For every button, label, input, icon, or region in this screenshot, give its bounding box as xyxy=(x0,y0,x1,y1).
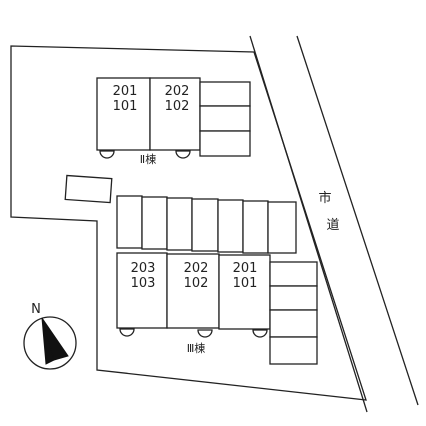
building-upper-label: Ⅱ棟 xyxy=(140,152,156,166)
road-edge-left xyxy=(249,35,368,413)
unit-upper-1-bottom: 101 xyxy=(113,99,138,114)
unit-lower-1-top: 203 xyxy=(131,261,156,276)
entrance-lower-1 xyxy=(119,328,135,337)
parking-row xyxy=(116,195,297,254)
north-compass: N xyxy=(23,302,77,370)
entrance-lower-2 xyxy=(197,329,213,338)
unit-upper-2-bottom: 102 xyxy=(165,99,190,114)
storage-lower-2 xyxy=(269,285,318,311)
unit-lower-3-bottom: 101 xyxy=(233,276,258,291)
entrance-upper-1 xyxy=(99,150,115,159)
storage-lower-3 xyxy=(269,309,318,338)
unit-block-lower-1 xyxy=(116,252,168,329)
unit-block-upper-1 xyxy=(96,77,151,151)
unit-upper-1-top: 201 xyxy=(113,84,138,99)
parking-space-3 xyxy=(166,197,193,251)
entrance-upper-2 xyxy=(175,150,191,159)
storage-lower-1 xyxy=(269,261,318,287)
entrance-lower-3 xyxy=(252,329,268,338)
unit-block-lower-3 xyxy=(218,254,271,330)
parking-space-7 xyxy=(267,201,297,254)
unit-lower-2-bottom: 102 xyxy=(184,276,209,291)
road-label-char-2: 道 xyxy=(326,218,339,233)
unit-upper-2-top: 202 xyxy=(165,84,190,99)
parking-space-2 xyxy=(141,196,168,250)
unit-lower-3-top: 201 xyxy=(233,261,258,276)
storage-upper-2 xyxy=(199,105,251,132)
building-upper: 201 101 202 102 Ⅱ棟 xyxy=(96,77,251,166)
parking-space-4 xyxy=(191,198,219,252)
compass-north-label: N xyxy=(31,302,41,317)
unit-lower-1-bottom: 103 xyxy=(131,276,156,291)
road-edge-right xyxy=(296,35,419,406)
shed xyxy=(64,174,113,204)
building-lower: 203 103 202 102 201 101 Ⅲ棟 xyxy=(116,252,318,365)
unit-block-lower-2 xyxy=(166,253,220,329)
lot-boundary xyxy=(10,45,367,401)
storage-upper-3 xyxy=(199,130,251,157)
road-label-char-1: 市 xyxy=(318,190,331,206)
storage-upper-1 xyxy=(199,81,251,107)
parking-space-5 xyxy=(217,199,244,253)
storage-lower-4 xyxy=(269,336,318,365)
parking-space-6 xyxy=(242,200,269,254)
parking-space-1 xyxy=(116,195,143,249)
compass-arrow-half xyxy=(41,317,69,361)
unit-lower-2-top: 202 xyxy=(184,261,209,276)
building-lower-label: Ⅲ棟 xyxy=(187,341,206,355)
unit-block-upper-2 xyxy=(149,77,201,151)
